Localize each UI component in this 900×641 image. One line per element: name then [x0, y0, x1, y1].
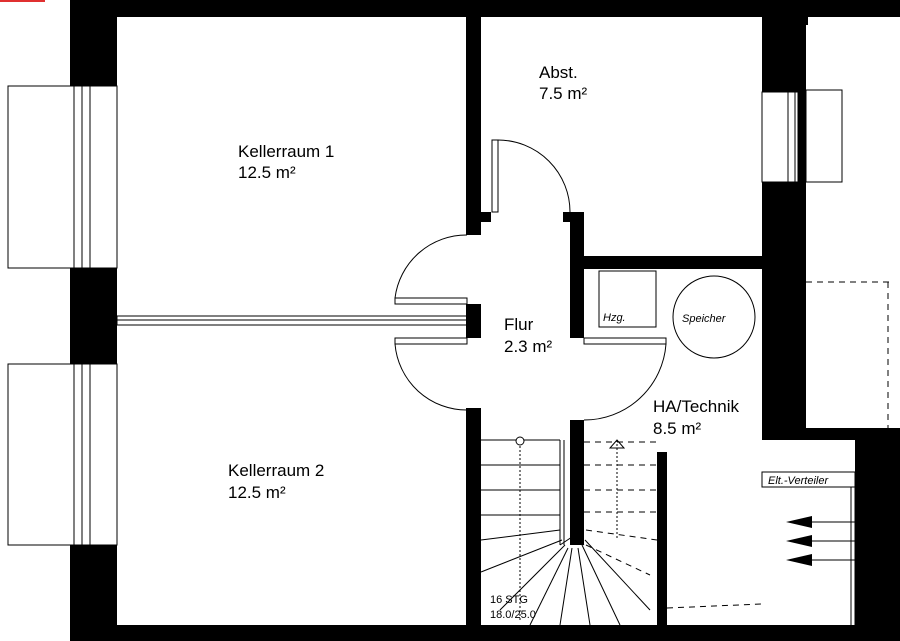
door-swings [394, 139, 667, 421]
heating-label: Hzg. [603, 312, 626, 324]
room-area-kellerraum2: 12.5 m² [228, 483, 286, 502]
room-area-flur: 2.3 m² [504, 337, 553, 356]
storage-tank [672, 275, 756, 359]
exterior-dashed-outline [806, 281, 890, 428]
heating-unit [598, 270, 657, 328]
staircase [480, 436, 763, 626]
windows [7, 85, 843, 546]
walls [70, 0, 900, 641]
room-name-flur: Flur [504, 315, 534, 334]
room-name-kellerraum1: Kellerraum 1 [238, 142, 334, 161]
room-name-kellerraum2: Kellerraum 2 [228, 461, 324, 480]
room-name-abst: Abst. [539, 63, 578, 82]
room-area-kellerraum1: 12.5 m² [238, 163, 296, 182]
electrical-panel [761, 471, 856, 627]
room-area-abst: 7.5 m² [539, 84, 588, 103]
stair-ratio-label: 18.0/25.0 [490, 609, 536, 621]
storage-tank-label: Speicher [682, 313, 727, 325]
electrical-panel-label: Elt.-Verteiler [768, 475, 829, 487]
room-area-technik: 8.5 m² [653, 419, 702, 438]
room-name-technik: HA/Technik [653, 397, 739, 416]
stair-steps-label: 16 STG [490, 594, 528, 606]
